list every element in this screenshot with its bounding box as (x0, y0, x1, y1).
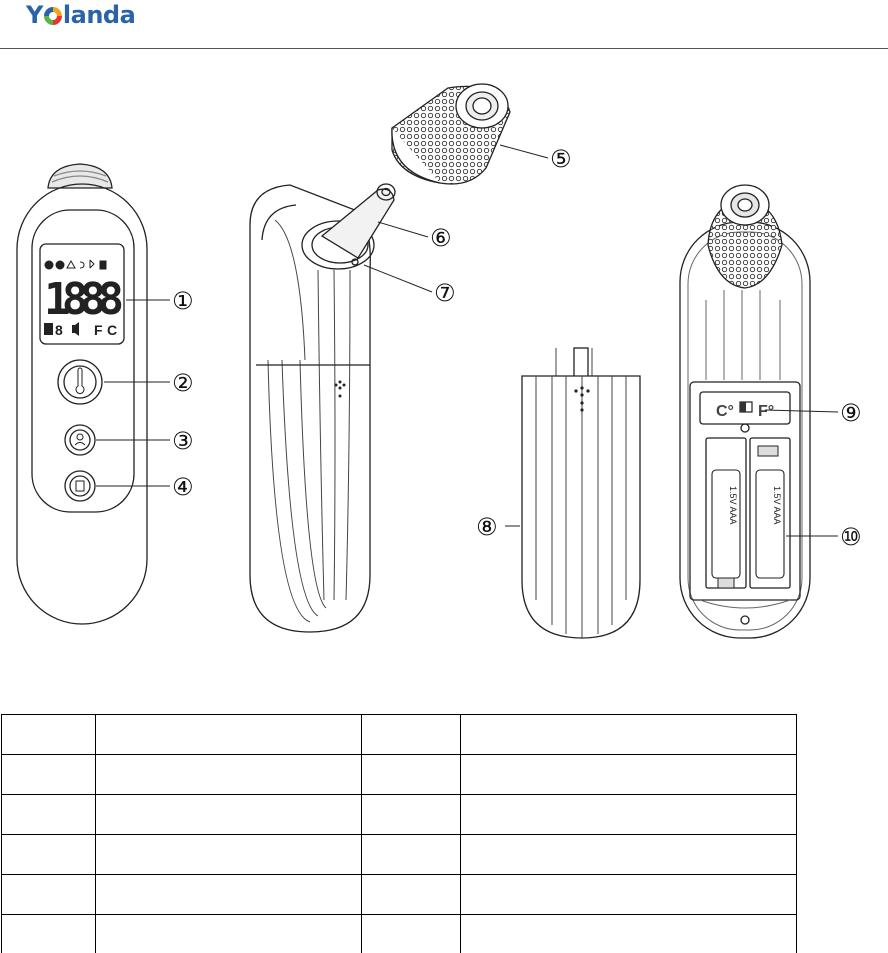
brand-logo: Y landa (26, 0, 136, 30)
callout-8: ⑧ (476, 513, 498, 541)
table-row (1, 834, 797, 875)
table-cell (95, 834, 362, 875)
table-cell (361, 794, 461, 835)
callout-9: ⑨ (840, 399, 862, 427)
table-cell (95, 754, 362, 795)
parts-table (1, 714, 797, 953)
table-cell (460, 754, 797, 795)
battery-cover (521, 347, 641, 639)
table-cell (460, 714, 797, 755)
switch-celsius-label: C° (716, 403, 734, 420)
battery-label-right: 1.5V AAA (772, 486, 782, 525)
device-front-view: 1888 8 F C (16, 163, 148, 625)
lcd-unit-c: C (107, 322, 117, 338)
table-row (1, 714, 797, 755)
lcd-digits: 1888 (44, 274, 124, 325)
callout-3: ③ (172, 427, 194, 455)
logo-swirl-icon (43, 7, 62, 25)
brand-suffix: landa (62, 1, 136, 29)
callout-10: ⑩ (840, 523, 862, 551)
table-row (1, 914, 797, 953)
table-cell (95, 874, 362, 915)
battery-label-left: 1.5V AAA (728, 486, 738, 525)
table-cell (1, 874, 96, 915)
header-rule (0, 48, 888, 49)
table-cell (1, 794, 96, 835)
table-cell (361, 874, 461, 915)
probe-cover (391, 83, 511, 185)
table-cell (361, 834, 461, 875)
callout-5: ⑤ (550, 145, 572, 173)
brand-prefix: Y (26, 1, 43, 29)
callout-6: ⑥ (430, 224, 452, 252)
table-cell (361, 914, 461, 953)
lcd-unit-f: F (94, 322, 103, 338)
callout-7: ⑦ (434, 279, 456, 307)
lcd-memory-digit: 8 (55, 322, 63, 338)
thermometer-illustration: 1888 8 F C (16, 83, 862, 639)
table-cell (460, 874, 797, 915)
table-row (1, 754, 797, 795)
table-cell (1, 754, 96, 795)
table-row (1, 794, 797, 835)
callout-2: ② (172, 369, 194, 397)
device-back-view: C° F° 1.5V AAA 1.5V AAA (679, 184, 811, 639)
table-cell (95, 914, 362, 953)
table-cell (1, 914, 96, 953)
table-cell (95, 714, 362, 755)
callout-4: ④ (172, 473, 194, 501)
table-cell (1, 714, 96, 755)
table-cell (1, 834, 96, 875)
switch-fahrenheit-label: F° (758, 403, 774, 420)
table-cell (361, 714, 461, 755)
table-cell (361, 754, 461, 795)
table-cell (460, 834, 797, 875)
callout-1: ① (172, 287, 194, 315)
table-cell (460, 914, 797, 953)
callout-labels: ① ② ③ ④ ⑤ ⑥ ⑦ ⑧ ⑨ ⑩ (96, 144, 862, 551)
table-cell (460, 794, 797, 835)
table-row (1, 874, 797, 915)
table-cell (95, 794, 362, 835)
device-side-view (249, 183, 396, 633)
